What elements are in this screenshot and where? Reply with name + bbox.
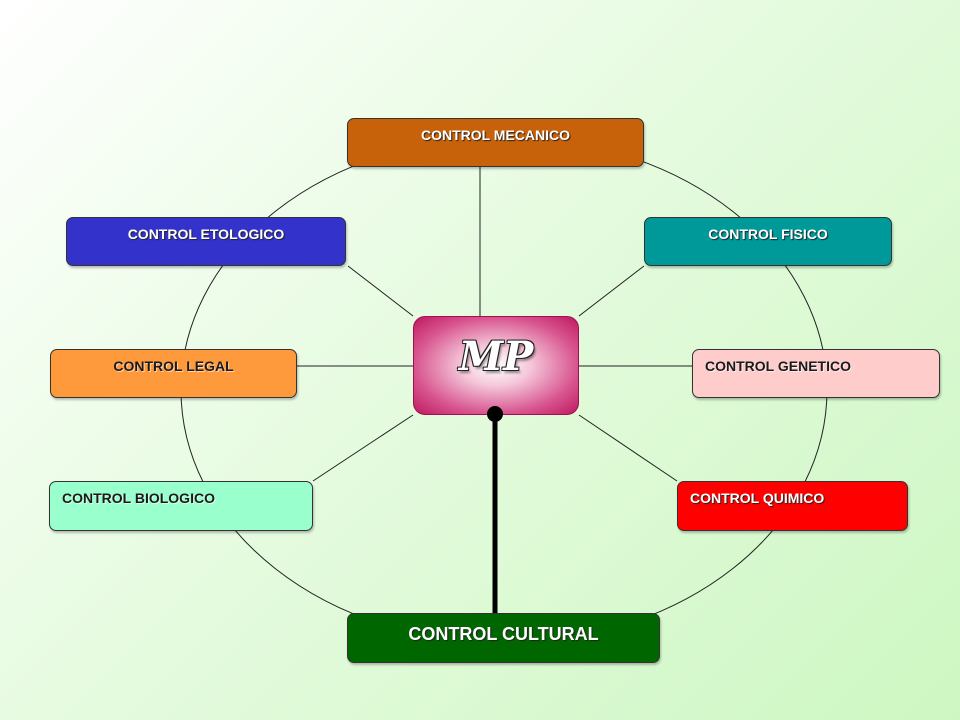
node-control-cultural: CONTROL CULTURAL [347,613,660,663]
edge-center-biologico [312,414,414,482]
node-control-quimico: CONTROL QUIMICO [677,481,908,531]
node-control-legal: CONTROL LEGAL [50,349,297,398]
node-label: CONTROL QUIMICO [690,490,825,506]
center-label: MP [458,333,534,380]
edge-center-fisico [578,265,645,317]
node-control-genetico: CONTROL GENETICO [692,349,940,398]
node-control-fisico: CONTROL FISICO [644,217,892,266]
node-control-mecanico: CONTROL MECANICO [347,118,644,167]
node-control-biologico: CONTROL BIOLOGICO [49,481,313,531]
node-control-etologico: CONTROL ETOLOGICO [66,217,346,266]
node-label: CONTROL LEGAL [113,358,234,374]
center-node-mp: MP [413,316,579,415]
node-label: CONTROL MECANICO [420,127,571,143]
node-label: CONTROL BIOLOGICO [62,490,215,506]
node-label: CONTROL ETOLOGICO [127,226,285,242]
edge-center-quimico [578,414,678,482]
node-label: CONTROL FISICO [708,226,828,242]
edge-center-etologico [347,265,414,317]
node-label: CONTROL GENETICO [705,358,851,374]
node-label: CONTROL CULTURAL [408,624,599,644]
